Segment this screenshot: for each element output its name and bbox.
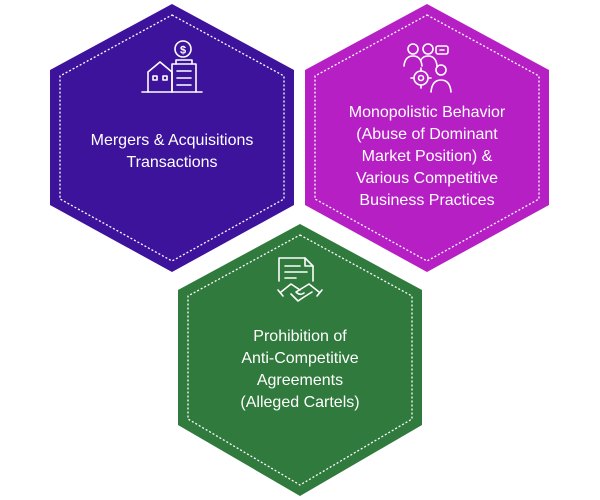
team-gear-icon [403, 43, 452, 93]
hexagon-cartels-shape [178, 224, 422, 496]
document-handshake-icon [277, 257, 323, 302]
hexagon-monopolistic-label: Monopolistic Behavior (Abuse of Dominant… [307, 102, 547, 212]
label-line: Market Position) & [361, 148, 493, 165]
hexagon-mergers [50, 4, 294, 272]
svg-text:$: $ [180, 45, 186, 57]
label-line: Business Practices [359, 192, 495, 209]
hexagon-cartels [178, 224, 422, 496]
hexagon-mergers-label: Mergers & Acquisitions Transactions [52, 130, 292, 174]
label-line: Anti-Competitive [241, 350, 359, 367]
hexagon-monopolistic [305, 4, 549, 272]
hexagon-mergers-shape [50, 4, 294, 272]
label-line: Agreements [256, 372, 344, 389]
hexagon-cartels-dotted-border [187, 234, 413, 486]
label-line: (Alleged Cartels) [240, 394, 360, 411]
label-line: (Abuse of Dominant [356, 126, 498, 143]
hexagon-cartels-label: Prohibition of Anti-Competitive Agreemen… [180, 326, 420, 414]
label-line: Mergers & Acquisitions [90, 132, 254, 149]
hexagon-monopolistic-shape [305, 4, 549, 272]
buildings-dollar-icon: $ [141, 40, 203, 93]
hexagon-mergers-dotted-border [59, 14, 285, 262]
hexagon-monopolistic-dotted-border [314, 14, 540, 262]
label-line: Various Competitive [356, 170, 498, 187]
label-line: Transactions [126, 154, 218, 171]
label-line: Monopolistic Behavior [348, 104, 506, 121]
label-line: Prohibition of [253, 328, 347, 345]
